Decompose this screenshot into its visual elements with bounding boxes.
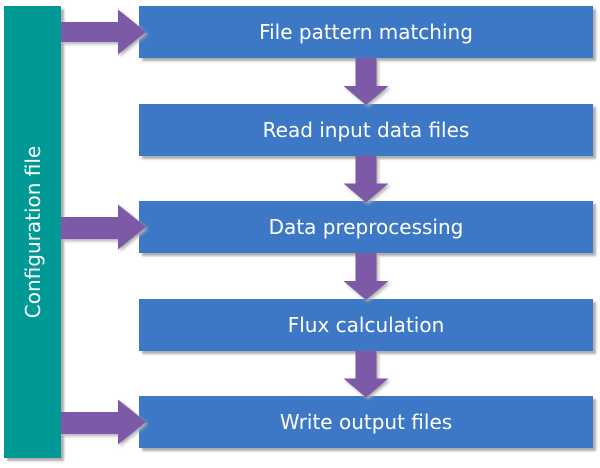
right-arrow-config-to-step-5 [61, 399, 146, 445]
step-label: Data preprocessing [268, 215, 464, 239]
configuration-file-bar: Configuration file [4, 6, 61, 458]
configuration-file-label: Configuration file [20, 145, 45, 319]
step-label: Write output files [279, 410, 453, 434]
down-arrow-step-1-to-step-2 [343, 58, 389, 105]
step-write-output-files: Write output files [139, 396, 593, 448]
right-arrow-config-to-step-1 [61, 9, 146, 55]
down-arrow-step-2-to-step-3 [343, 155, 389, 203]
down-arrow-step-4-to-step-5 [343, 350, 389, 398]
down-arrow-step-3-to-step-4 [343, 253, 389, 300]
step-data-preprocessing: Data preprocessing [139, 201, 593, 253]
right-arrow-config-to-step-3 [61, 204, 146, 250]
step-label: File pattern matching [259, 20, 473, 44]
step-file-pattern-matching: File pattern matching [139, 6, 593, 58]
step-label: Read input data files [262, 117, 470, 142]
step-read-input-data-files: Read input data files [139, 103, 593, 156]
step-flux-calculation: Flux calculation [139, 298, 593, 351]
step-label: Flux calculation [287, 312, 445, 337]
